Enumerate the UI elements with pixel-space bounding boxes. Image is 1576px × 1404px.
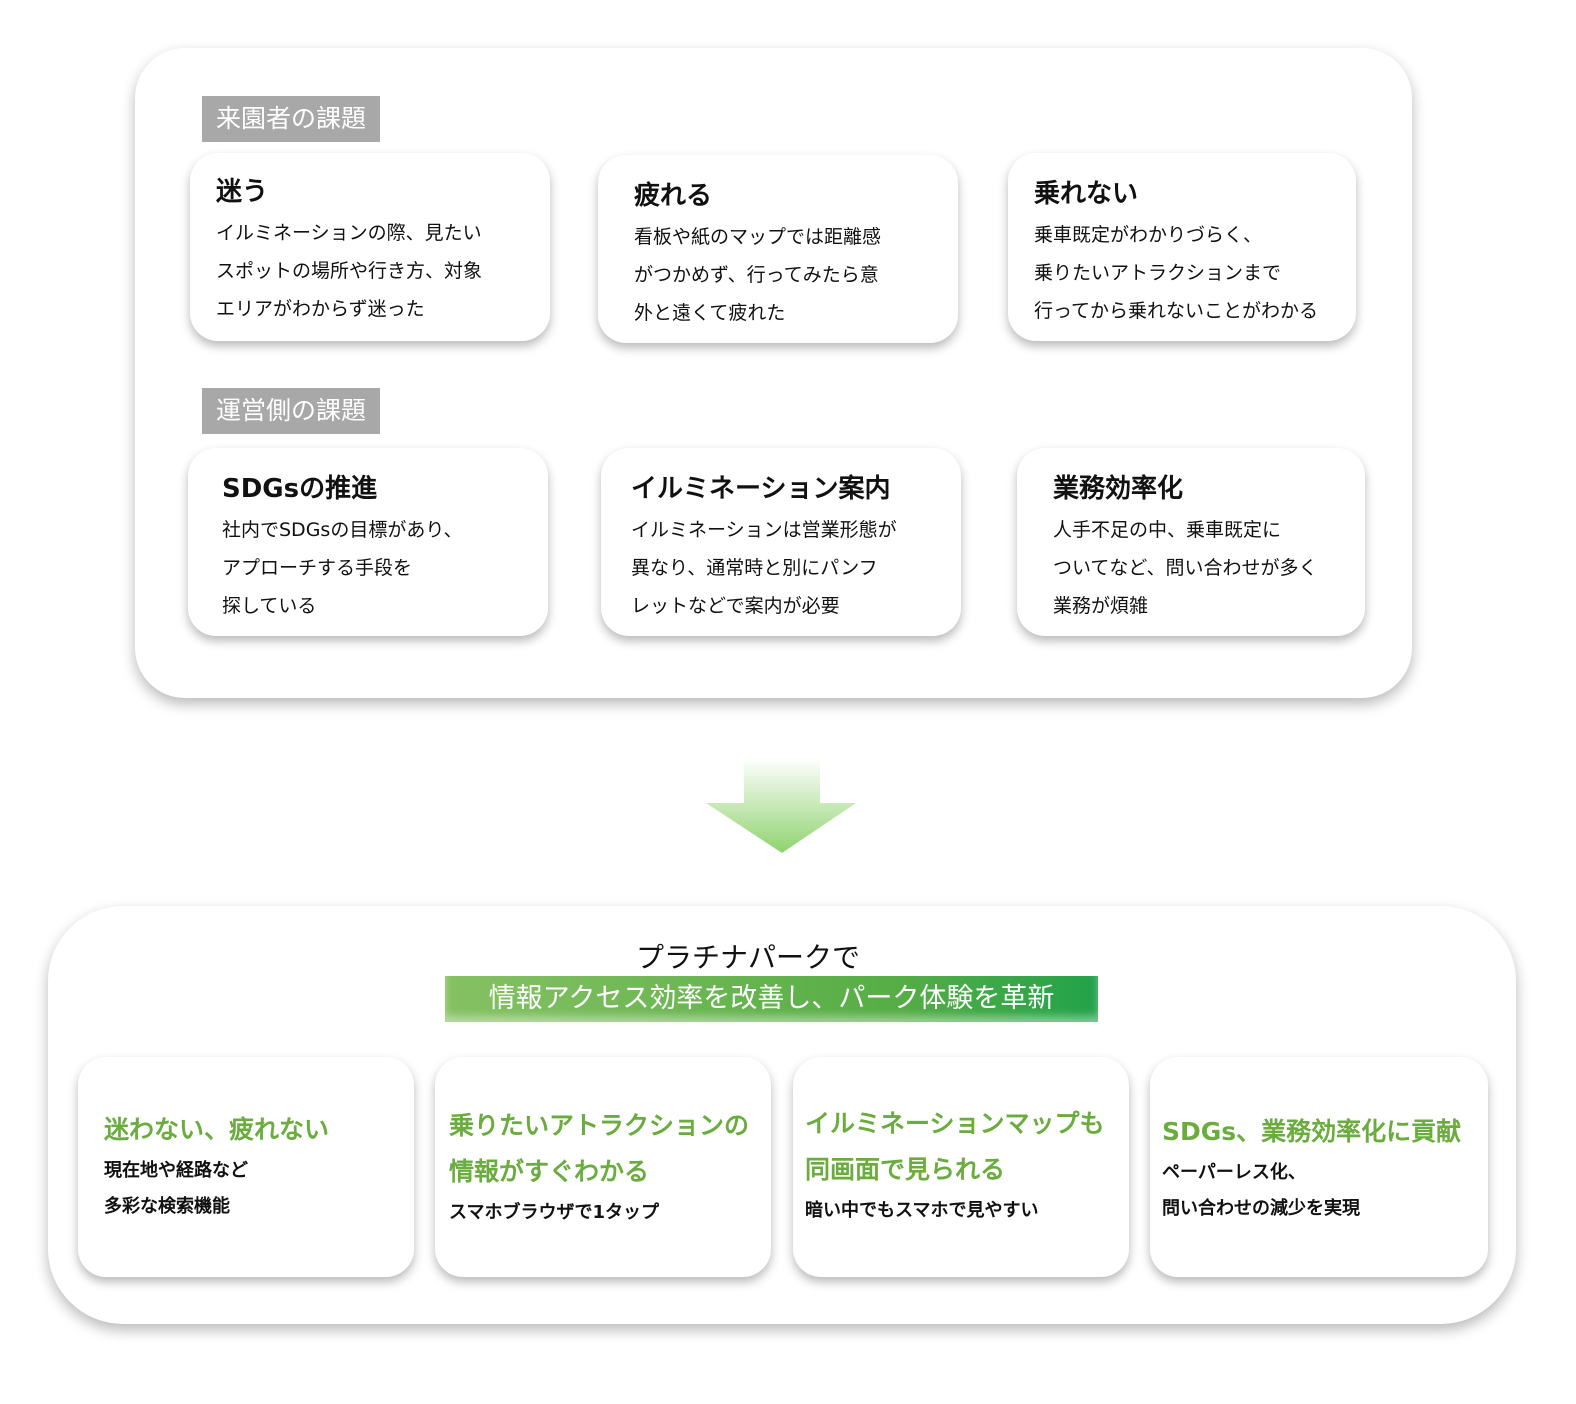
visitor-card-tired: 疲れる看板や紙のマップでは距離感 がつかめず、行ってみたら意 外と遠くて疲れた bbox=[598, 155, 958, 343]
card-title: 乗りたいアトラクションの 情報がすぐわかる bbox=[449, 1111, 750, 1186]
card-title: 業務効率化 bbox=[1053, 474, 1184, 504]
operator-card-sdgs: SDGsの推進社内でSDGsの目標があり、 アプローチする手段を 探している bbox=[188, 448, 548, 636]
card-body: 乗車既定がわかりづらく、 乗りたいアトラクションまで 行ってから乗れないことがわ… bbox=[1034, 224, 1319, 322]
solution-card-attractions: 乗りたいアトラクションの 情報がすぐわかるスマホブラウザで1タップ bbox=[435, 1057, 771, 1277]
operator-challenges-label: 運営側の課題 bbox=[202, 388, 381, 434]
card-body: 看板や紙のマップでは距離感 がつかめず、行ってみたら意 外と遠くて疲れた bbox=[634, 226, 882, 324]
card-body: 暗い中でもスマホで見やすい bbox=[805, 1200, 1039, 1221]
card-title: 乗れない bbox=[1034, 179, 1139, 209]
card-body: 社内でSDGsの目標があり、 アプローチする手段を 探している bbox=[222, 519, 463, 617]
solution-banner: 情報アクセス効率を改善し、パーク体験を革新 bbox=[445, 976, 1098, 1022]
card-body: イルミネーションの際、見たい スポットの場所や行き方、対象 エリアがわからず迷っ… bbox=[216, 222, 483, 320]
card-title: イルミネーションマップも 同画面で見られる bbox=[805, 1109, 1105, 1184]
operator-card-efficiency: 業務効率化人手不足の中、乗車既定に ついてなど、問い合わせが多く 業務が煩雑 bbox=[1017, 448, 1365, 636]
solution-card-illumination-map: イルミネーションマップも 同画面で見られる暗い中でもスマホで見やすい bbox=[793, 1057, 1129, 1277]
visitor-card-cannot-ride: 乗れない乗車既定がわかりづらく、 乗りたいアトラクションまで 行ってから乗れない… bbox=[1008, 153, 1356, 341]
visitor-card-lost: 迷うイルミネーションの際、見たい スポットの場所や行き方、対象 エリアがわからず… bbox=[190, 153, 550, 341]
card-body: 人手不足の中、乗車既定に ついてなど、問い合わせが多く 業務が煩雑 bbox=[1053, 519, 1318, 617]
card-title: SDGsの推進 bbox=[222, 474, 378, 504]
solution-card-sdgs: SDGs、業務効率化に貢献ペーパーレス化、 問い合わせの減少を実現 bbox=[1150, 1057, 1488, 1277]
card-title: イルミネーション案内 bbox=[631, 474, 891, 504]
card-body: スマホブラウザで1タップ bbox=[449, 1202, 659, 1223]
operator-card-illumination: イルミネーション案内イルミネーションは営業形態が 異なり、通常時と別にパンフ レ… bbox=[601, 448, 961, 636]
card-body: ペーパーレス化、 問い合わせの減少を実現 bbox=[1162, 1162, 1360, 1219]
card-body: イルミネーションは営業形態が 異なり、通常時と別にパンフ レットなどで案内が必要 bbox=[631, 519, 897, 617]
card-title: SDGs、業務効率化に貢献 bbox=[1162, 1117, 1462, 1146]
down-arrow-icon bbox=[706, 758, 856, 853]
visitor-challenges-label: 来園者の課題 bbox=[202, 96, 381, 142]
solution-card-navigation: 迷わない、疲れない現在地や経路など 多彩な検索機能 bbox=[78, 1057, 414, 1277]
card-title: 疲れる bbox=[634, 181, 713, 211]
card-body: 現在地や経路など 多彩な検索機能 bbox=[104, 1160, 248, 1217]
solution-intro: プラチナパークで bbox=[635, 941, 860, 974]
card-title: 迷う bbox=[216, 177, 269, 207]
card-title: 迷わない、疲れない bbox=[104, 1115, 330, 1144]
